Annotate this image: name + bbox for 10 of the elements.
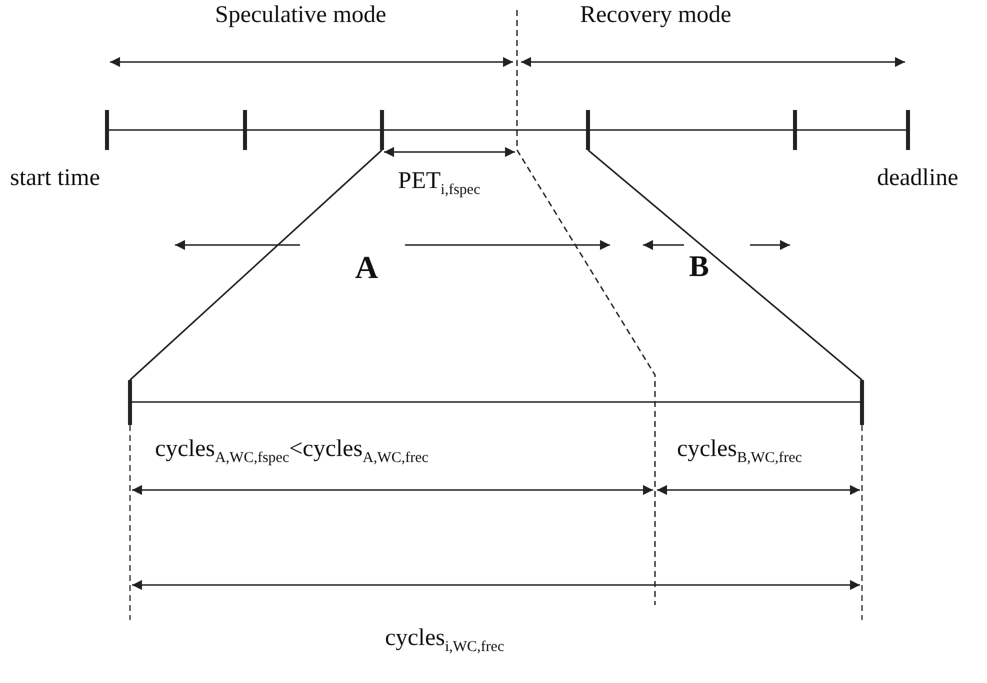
mode-label: Speculative mode	[215, 2, 386, 28]
segment-label: B	[689, 250, 710, 283]
time-label: start time	[10, 165, 100, 192]
dimension-label: cycles$_{B,WC,frec}$	[677, 436, 802, 466]
dimension-label: cycles$_{A,WC,fspec}$<cycles$_{A,WC,frec}$	[155, 436, 428, 466]
dimension-label: PET$_{i,fspec}$	[398, 168, 480, 198]
dimension-label: cycles$_{i,WC,frec}$	[385, 625, 504, 656]
segment-label: A	[355, 250, 378, 286]
time-label: deadline	[877, 165, 958, 192]
mode-label: Recovery mode	[580, 2, 732, 28]
